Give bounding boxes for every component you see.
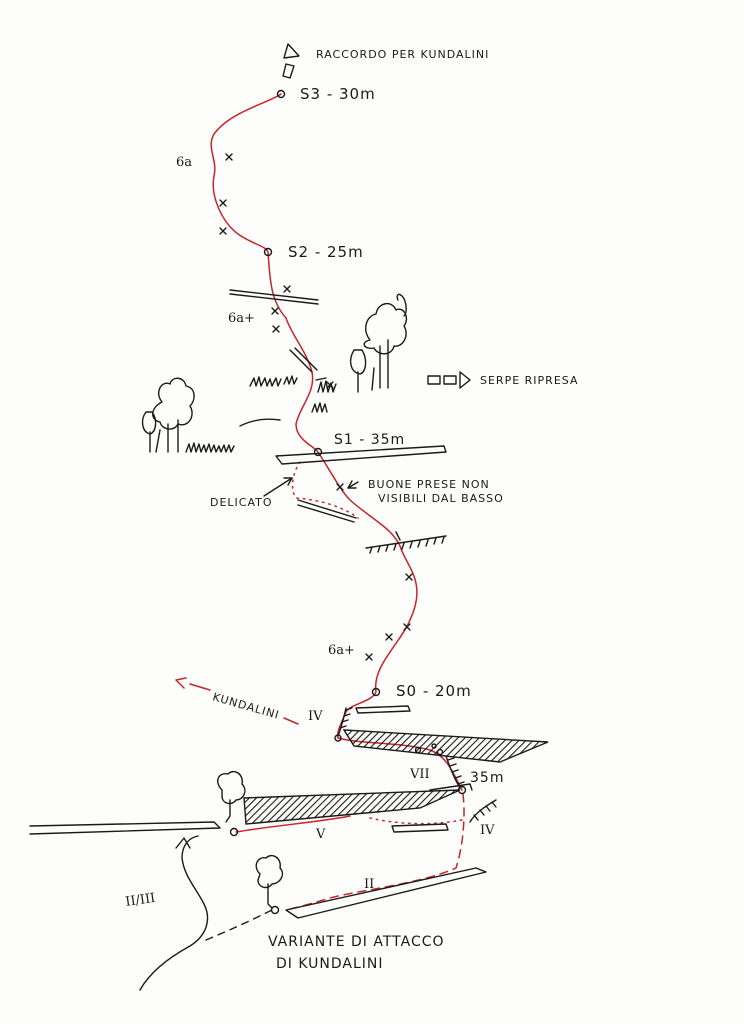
corner-hatch-vii <box>445 755 465 789</box>
anchor-35-label: 35m <box>470 770 504 786</box>
variante-label-1: VARIANTE DI ATTACCO <box>268 934 445 950</box>
traverse-dotted-line <box>369 817 463 825</box>
belay-station-icon <box>371 687 381 697</box>
kundalini-arrow-line <box>189 683 211 691</box>
variant-dotted-line <box>291 461 359 519</box>
tree-icon <box>217 770 246 823</box>
belay-station-icon <box>270 905 280 915</box>
bolt-icon <box>385 633 393 641</box>
overhang-hatch <box>365 531 447 554</box>
bolt-icon <box>271 307 279 315</box>
arrow-up-icon <box>282 43 300 79</box>
ledge-s0 <box>355 705 411 714</box>
arrow-up-icon <box>175 837 191 849</box>
crack-marks <box>289 347 327 381</box>
approach-path <box>139 835 209 991</box>
ground-line-left <box>29 821 221 835</box>
bolt-icon <box>283 285 291 293</box>
s2-label: S2 - 25m <box>288 243 364 261</box>
corner-hatch-right <box>469 799 497 823</box>
belay-station-icon <box>229 827 239 837</box>
arrow-right-icon <box>427 371 471 389</box>
bolt-icon <box>403 623 411 631</box>
lower-route-line <box>235 815 351 833</box>
grade-vii: VII <box>409 767 430 782</box>
s3-label: S3 - 30m <box>300 85 376 103</box>
bolt-icon <box>405 573 413 581</box>
variant-dashed-line <box>285 793 465 911</box>
grass-icon <box>185 375 337 453</box>
s1-label: S1 - 35m <box>334 432 405 448</box>
lower-roof-edge <box>429 783 473 791</box>
rock-edge <box>239 418 281 427</box>
buone-label-1: BUONE PRESE NON <box>368 478 490 491</box>
delicato-label: DELICATO <box>210 496 273 509</box>
s0-label: S0 - 20m <box>396 682 472 700</box>
bolt-icon <box>219 227 227 235</box>
bolt-icon <box>272 325 280 333</box>
bolt-icon <box>219 199 227 207</box>
kundalini-label: KUNDALINI <box>211 690 281 721</box>
annotation-arrows <box>263 477 359 497</box>
lower-roof <box>243 789 461 825</box>
grade-iv-upper: IV <box>308 709 323 724</box>
bolt-icon <box>336 483 344 491</box>
tree-icon <box>141 377 195 453</box>
ledge-traverse <box>391 823 449 833</box>
piton-icon <box>431 743 437 749</box>
tree-icon <box>349 349 367 393</box>
grade-p3: 6a+ <box>228 311 255 326</box>
belay-station-icon <box>313 447 323 457</box>
grade-ii-iii: II/III <box>124 891 156 910</box>
grade-p1: 6a+ <box>328 643 355 658</box>
tree-icon <box>363 293 408 391</box>
bottom-slab <box>285 867 487 919</box>
variante-label-2: DI KUNDALINI <box>276 956 384 972</box>
serpe-label: SERPE RIPRESA <box>480 374 578 387</box>
link-kundalini-label: RACCORDO PER KUNDALINI <box>316 48 489 61</box>
crack-delicato <box>297 499 357 523</box>
grade-ii: II <box>364 877 374 892</box>
piton-icon <box>414 746 422 754</box>
buone-label-2: VISIBILI DAL BASSO <box>378 492 504 505</box>
corner-hatch <box>337 707 353 737</box>
tree-icon <box>255 854 284 909</box>
kundalini-dash <box>283 717 299 725</box>
grade-v: V <box>315 827 326 842</box>
bolt-icon <box>365 653 373 661</box>
approach-dashed-line <box>205 909 273 941</box>
big-roof <box>342 729 549 763</box>
belay-station-icon <box>263 247 273 257</box>
grade-p4: 6a <box>176 155 192 170</box>
ledge-s1 <box>275 445 447 465</box>
grade-iv-right: IV <box>480 823 495 838</box>
piton-icon <box>436 748 444 756</box>
belay-station-icon <box>276 89 286 99</box>
arrow-left-icon <box>175 677 187 689</box>
ledge-upper <box>229 289 319 305</box>
bolt-icon <box>225 153 233 161</box>
